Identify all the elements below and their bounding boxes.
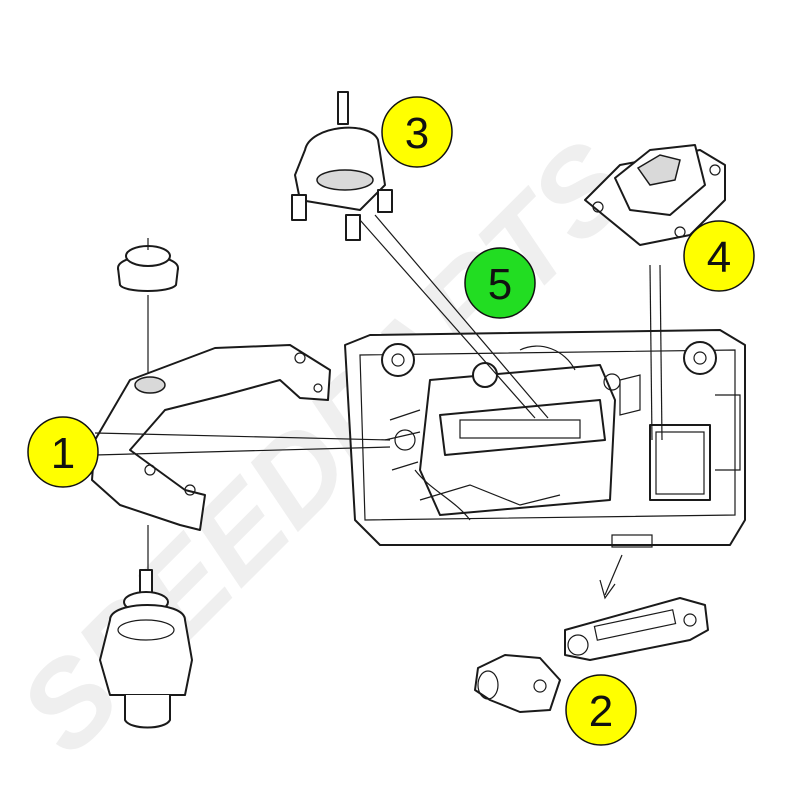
engine-bay xyxy=(344,329,746,548)
part-2-torque-rods xyxy=(474,554,709,713)
callout-5-label: 5 xyxy=(488,260,512,309)
callout-5: 5 xyxy=(464,247,536,319)
callout-1-label: 1 xyxy=(51,429,75,478)
part-3-engine-mount xyxy=(291,91,549,419)
callout-2-circle xyxy=(565,674,637,746)
callout-3-label: 3 xyxy=(405,109,429,158)
callout-3: 3 xyxy=(381,96,453,168)
callout-2-label: 2 xyxy=(589,687,613,736)
callout-4: 4 xyxy=(683,220,755,292)
callout-4-label: 4 xyxy=(707,233,731,282)
callout-4-circle xyxy=(683,220,755,292)
callout-1: 1 xyxy=(27,416,99,488)
callout-1-circle xyxy=(27,416,99,488)
callout-2: 2 xyxy=(565,674,637,746)
callout-5-circle xyxy=(464,247,536,319)
part-1-subframe-mount xyxy=(91,238,391,729)
part-4-transmission-mount xyxy=(584,144,726,441)
callout-3-circle xyxy=(381,96,453,168)
